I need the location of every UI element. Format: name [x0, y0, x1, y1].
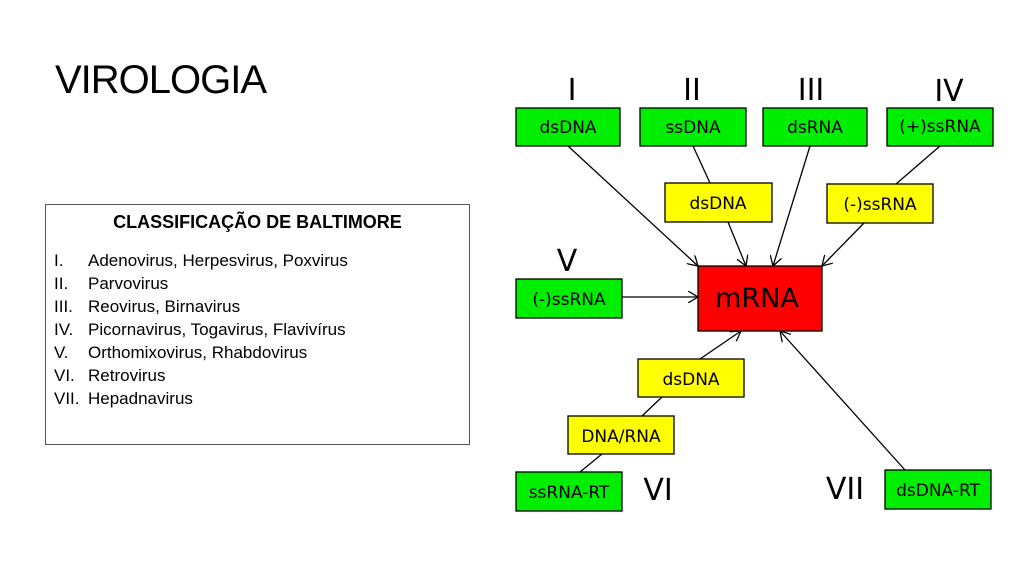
- classification-item: III. Reovirus, Birnavirus: [54, 295, 469, 318]
- item-text: Picornavirus, Togavirus, Flavivírus: [88, 320, 346, 339]
- edge-g2-ssdna-to-dsdna: [692, 145, 711, 184]
- group-label-1: I: [568, 73, 577, 108]
- page-title: VIROLOGIA: [55, 58, 267, 102]
- classification-item: II. Parvovirus: [54, 272, 469, 295]
- classification-item: VI. Retrovirus: [54, 364, 469, 387]
- node-g2-ssdna: ssDNA: [639, 107, 747, 147]
- node-label: (-)ssRNA: [843, 195, 917, 215]
- node-label: DNA/RNA: [581, 427, 661, 447]
- group-label-2: II: [683, 73, 701, 108]
- edge-g4-neg-to-mrna: [822, 222, 865, 266]
- node-label: (+)ssRNA: [899, 117, 981, 137]
- edge-g6-dsdna-to-mrna: [699, 331, 741, 360]
- edge-g4-pos-to-neg: [895, 145, 941, 185]
- edge-g7-to-mrna: [780, 331, 906, 471]
- node-g5-neg-ssrna: (-)ssRNA: [515, 278, 623, 319]
- edge-g2-dsdna-to-mrna: [727, 221, 746, 266]
- classification-item: VII. Hepadnavirus: [54, 387, 469, 410]
- node-g7-dsdna-rt: dsDNA-RT: [884, 469, 992, 510]
- item-number: VII.: [54, 389, 80, 408]
- item-number: III.: [54, 297, 73, 316]
- classification-item: V. Orthomixovirus, Rhabdovirus: [54, 341, 469, 364]
- item-text: Adenovirus, Herpesvirus, Poxvirus: [88, 251, 348, 270]
- item-text: Hepadnavirus: [88, 389, 193, 408]
- item-number: IV.: [54, 320, 74, 339]
- classification-item: I. Adenovirus, Herpesvirus, Poxvirus: [54, 249, 469, 272]
- edge-g1-to-mrna: [567, 145, 698, 266]
- node-g6-ssrna-rt: ssRNA-RT: [515, 471, 623, 512]
- item-text: Retrovirus: [88, 366, 166, 385]
- node-g4-pos-ssrna: (+)ssRNA: [886, 107, 994, 147]
- group-label-3: III: [798, 73, 825, 108]
- node-g6-dna-rna: DNA/RNA: [567, 415, 675, 455]
- node-label: ssDNA: [665, 118, 721, 138]
- group-label-6: VI: [643, 473, 672, 508]
- item-text: Parvovirus: [88, 274, 169, 293]
- node-label: dsRNA: [787, 118, 843, 138]
- item-number: I.: [54, 251, 64, 270]
- item-number: VI.: [54, 366, 75, 385]
- classification-list: I. Adenovirus, Herpesvirus, Poxvirus II. P…: [46, 249, 469, 410]
- item-text: Reovirus, Birnavirus: [88, 297, 241, 316]
- node-g4-neg-ssrna: (-)ssRNA: [826, 183, 934, 224]
- node-label: mRNA: [715, 283, 799, 314]
- edge-g3-to-mrna: [773, 145, 811, 266]
- edge-g6-rt-to-dnarna: [579, 453, 603, 473]
- node-label: dsDNA: [662, 370, 719, 390]
- item-number: II.: [54, 274, 69, 293]
- classification-item: IV. Picornavirus, Togavirus, Flavivírus: [54, 318, 469, 341]
- item-text: Orthomixovirus, Rhabdovirus: [88, 343, 308, 362]
- group-label-7: VII: [826, 472, 864, 507]
- classification-heading: CLASSIFICAÇÃO DE BALTIMORE: [113, 212, 402, 232]
- node-g1-dsdna: dsDNA: [515, 107, 621, 147]
- baltimore-classification-box: CLASSIFICAÇÃO DE BALTIMORE I. Adenovirus,…: [45, 204, 470, 445]
- node-mrna: mRNA: [697, 265, 823, 332]
- node-label: ssRNA-RT: [529, 483, 610, 503]
- group-label-5: V: [557, 244, 578, 279]
- node-g6-dsdna: dsDNA: [637, 358, 745, 398]
- group-label-4: IV: [934, 74, 964, 109]
- node-g3-dsrna: dsRNA: [762, 107, 868, 147]
- edge-g6-dnarna-to-dsdna: [641, 396, 663, 417]
- node-label: dsDNA: [539, 118, 596, 138]
- item-number: V.: [54, 343, 69, 362]
- node-label: dsDNA: [689, 194, 746, 214]
- node-label: (-)ssRNA: [532, 290, 606, 310]
- node-label: dsDNA-RT: [896, 481, 980, 501]
- node-g2-dsdna: dsDNA: [664, 182, 773, 223]
